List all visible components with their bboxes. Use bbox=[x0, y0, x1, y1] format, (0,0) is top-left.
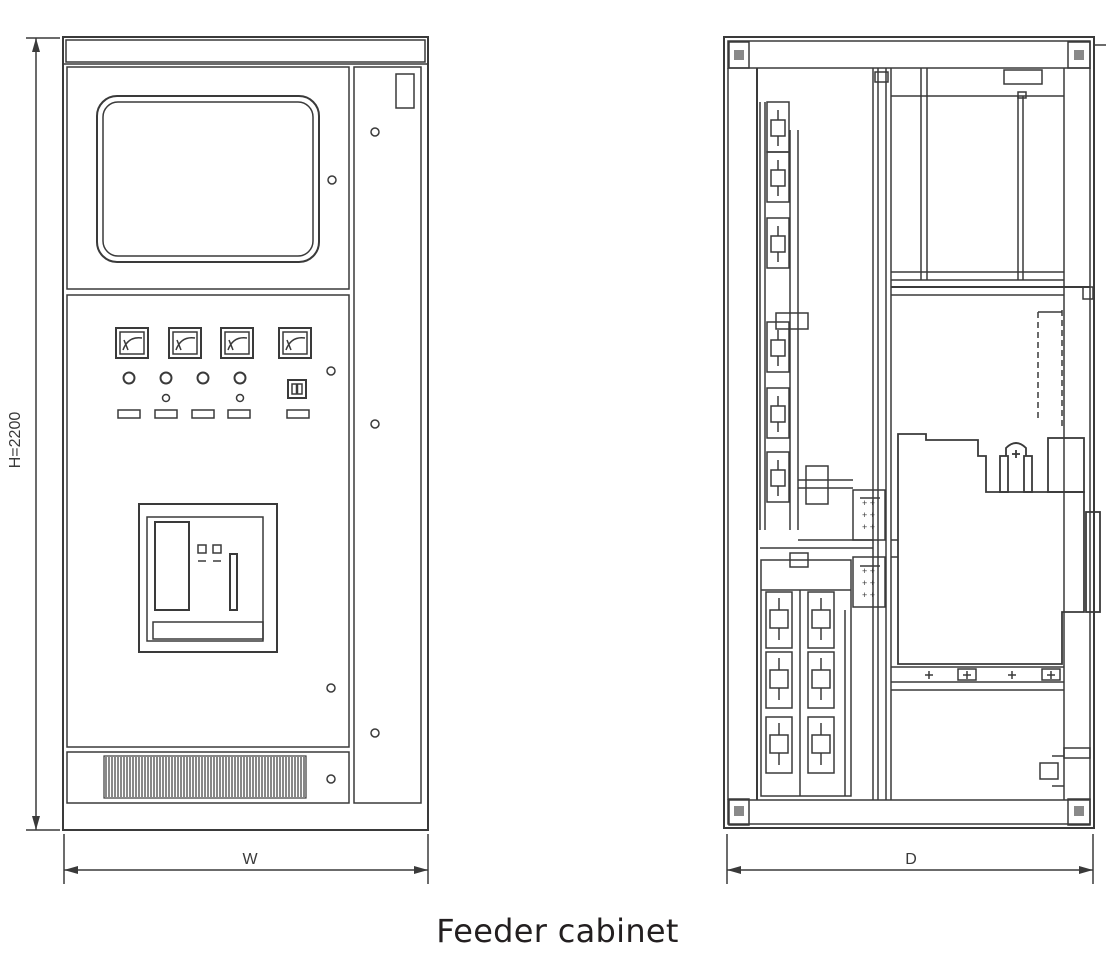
upper-compartment bbox=[891, 68, 1090, 288]
terminal-blocks: + + + + + + + + + + + + bbox=[852, 489, 898, 608]
lower-component-rail bbox=[760, 552, 852, 797]
switch-unit bbox=[766, 217, 790, 269]
switch-unit bbox=[766, 101, 790, 153]
switch-unit bbox=[765, 591, 793, 649]
switch-unit bbox=[807, 591, 835, 649]
switch-unit bbox=[807, 651, 835, 709]
nameplate bbox=[395, 73, 415, 109]
ventilation-grille bbox=[103, 755, 307, 799]
width-label: W bbox=[242, 851, 258, 868]
switch-units bbox=[765, 591, 835, 774]
corner-brackets bbox=[728, 41, 1091, 826]
svg-text:+ +: + + bbox=[862, 590, 875, 600]
side-door bbox=[353, 66, 422, 804]
switch-unit bbox=[765, 716, 793, 774]
front-view: H=2200 bbox=[7, 36, 429, 884]
diagram-caption: Feeder cabinet bbox=[436, 912, 679, 950]
svg-text:+ +: + + bbox=[862, 522, 875, 532]
front-cabinet-outline bbox=[62, 36, 429, 831]
circuit-breaker bbox=[138, 503, 278, 653]
selector-switch-icon bbox=[287, 379, 307, 399]
svg-text:+ +: + + bbox=[862, 566, 875, 576]
switch-unit bbox=[766, 151, 790, 203]
door-lock-icon bbox=[327, 175, 337, 185]
depth-label: D bbox=[905, 851, 917, 868]
bottom-panel bbox=[66, 751, 350, 804]
svg-text:+ +: + + bbox=[862, 510, 875, 520]
svg-text:+ +: + + bbox=[862, 578, 875, 588]
meter-icon bbox=[278, 327, 312, 359]
depth-dimension: D bbox=[726, 834, 1094, 884]
switch-unit bbox=[807, 716, 835, 774]
upper-component-rail bbox=[759, 101, 873, 549]
upper-door bbox=[66, 66, 350, 290]
svg-text:+ +: + + bbox=[862, 498, 875, 508]
meter-icon bbox=[115, 327, 149, 359]
middle-compartment bbox=[891, 286, 1094, 430]
side-view: + + + + + + + + + + + + bbox=[723, 36, 1106, 884]
front-top-cap bbox=[65, 39, 426, 63]
viewing-window bbox=[96, 95, 320, 263]
meter-icon bbox=[220, 327, 254, 359]
height-dimension: H=2200 bbox=[7, 37, 60, 831]
switch-unit bbox=[766, 387, 790, 439]
indicator-lamps bbox=[122, 371, 247, 403]
height-label: H=2200 bbox=[7, 412, 24, 469]
label-strips bbox=[117, 409, 310, 419]
switch-unit bbox=[766, 321, 790, 373]
switch-unit bbox=[765, 651, 793, 709]
side-frame-outline bbox=[723, 36, 1095, 829]
lower-busbar bbox=[891, 666, 1091, 787]
middle-door bbox=[66, 294, 350, 748]
width-dimension: W bbox=[63, 834, 429, 884]
breaker-body bbox=[897, 433, 1101, 665]
meter-icon bbox=[168, 327, 202, 359]
switch-unit bbox=[766, 451, 790, 503]
